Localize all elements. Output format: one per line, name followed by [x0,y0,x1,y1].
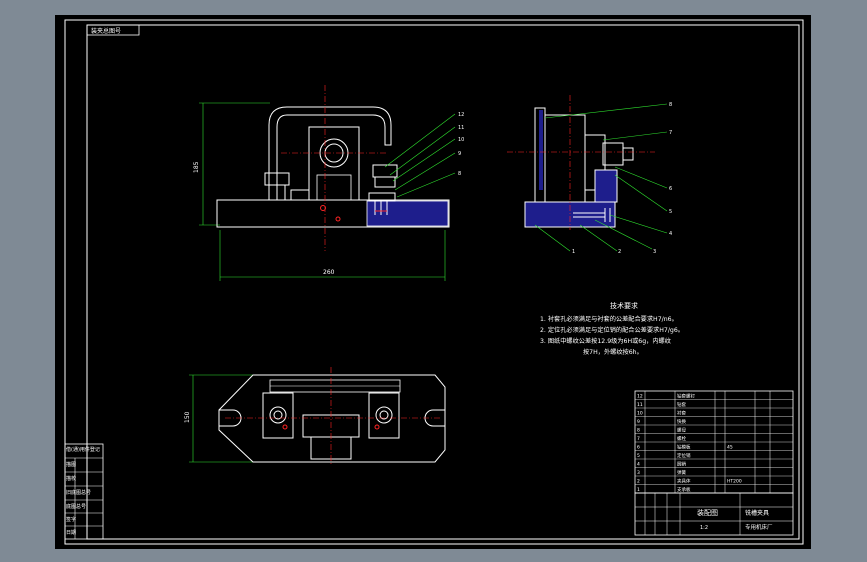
parts-list-row-number: 4 [637,461,640,467]
side-balloon-1: 1 [572,249,575,255]
parts-list-row-number: 8 [637,427,640,433]
side-balloon-5: 5 [669,209,672,215]
front-balloon-11: 11 [458,125,464,131]
stamp-row-4: 底图总号 [66,503,86,510]
front-balloon-8: 8 [458,171,461,177]
front-balloon-10: 10 [458,137,464,143]
front-dim-height: 185 [193,161,200,173]
parts-list-row-number: 7 [637,436,640,442]
parts-list-row-number: 5 [637,453,640,459]
parts-list-row-name: 螺栓 [677,435,686,442]
front-balloon-9: 9 [458,151,461,157]
parts-list-row-name: 衬套 [677,409,686,416]
side-balloon-4: 4 [669,231,672,237]
tech-req-title: 技术要求 [610,301,638,310]
front-dim-width: 260 [323,269,335,276]
side-balloon-2: 2 [618,249,621,255]
inner-border [86,24,800,540]
parts-list-row-name: 圆销 [677,460,686,467]
stamp-row-1: 描图 [66,461,76,468]
left-stamp-table: 借(通)用件登记 描图 描校 旧底图总号 底图总号 签字 日期 [64,443,104,540]
stamp-row-5: 签字 [66,516,76,523]
parts-list-row-number: 11 [637,402,643,408]
stamp-row-0: 借(通)用件登记 [66,446,100,453]
parts-list-row-name: 快换 [677,418,686,425]
parts-list-row-name: 夹具体 [677,477,691,484]
parts-list-row-name: 钻套 [677,401,686,408]
parts-list-row-number: 9 [637,419,640,425]
front-balloon-12: 12 [458,112,464,118]
side-view: 8 7 6 5 4 3 2 1 [507,95,672,255]
scale: 1:2 [700,525,708,531]
tech-req-line-3: 3. 图纸中螺纹公差按12.9级为6H或6g，内螺纹 [540,337,672,345]
parts-list-row-number: 1 [637,487,640,493]
parts-list-row-number: 6 [637,444,640,450]
parts-list-row-name: 弹簧 [677,469,686,476]
parts-list-row-material: 45 [727,444,733,450]
parts-list-row-material: HT200 [727,478,742,484]
parts-list-row-name: 定位销 [677,452,691,459]
technical-requirements: 技术要求 1. 衬套孔必须满足与衬套的公差配合要求H7/n6。 2. 定位孔必须… [540,301,684,356]
front-view: 185 260 12 1 [193,85,464,281]
top-view: 150 [184,367,446,465]
title-block: 装配图 铣槽夹具 专用机床厂 1:2 [634,492,794,536]
parts-list-row-name: 钻套螺钉 [677,392,695,399]
stamp-row-3: 旧底图总号 [66,489,91,496]
outer-border [64,19,804,545]
title-stamp: 装夹总图号 [91,27,121,35]
top-dim-height: 150 [184,411,191,423]
company-name: 专用机床厂 [745,523,773,531]
parts-list-row-number: 2 [637,478,640,484]
tech-req-line-4: 按7H，外螺纹按6h。 [583,348,643,356]
parts-list-row-number: 3 [637,470,640,476]
tech-req-line-2: 2. 定位孔必须满足与定位销的配合公差要求H7/g6。 [540,326,684,334]
side-balloon-8: 8 [669,102,672,108]
parts-list-row-name: 螺母 [677,426,686,433]
side-balloon-6: 6 [669,186,672,192]
side-balloon-3: 3 [653,249,656,255]
parts-list-row-name: 支承板 [677,486,691,493]
tech-req-line-1: 1. 衬套孔必须满足与衬套的公差配合要求H7/n6。 [540,315,678,323]
drawing-sheet: 装夹总图号 185 260 [55,15,811,549]
parts-list-row-number: 12 [637,393,643,399]
stamp-row-2: 描校 [66,475,76,482]
stamp-row-6: 日期 [66,530,76,536]
parts-list: 12 钻套螺钉 11 钻套 10 衬套 9 快换 8 螺母 7 螺栓 6 钻模板 45 5 定位销 4 圆销 3 弹簧 2… [634,390,794,494]
drawing-title: 装配图 [697,508,718,517]
cad-drawing-canvas: 装夹总图号 185 260 [64,19,804,545]
part-name: 铣槽夹具 [745,509,769,517]
parts-list-row-number: 10 [637,410,643,416]
parts-list-row-name: 钻模板 [677,443,691,450]
title-stamp-box [86,24,140,36]
side-balloon-7: 7 [669,130,672,136]
